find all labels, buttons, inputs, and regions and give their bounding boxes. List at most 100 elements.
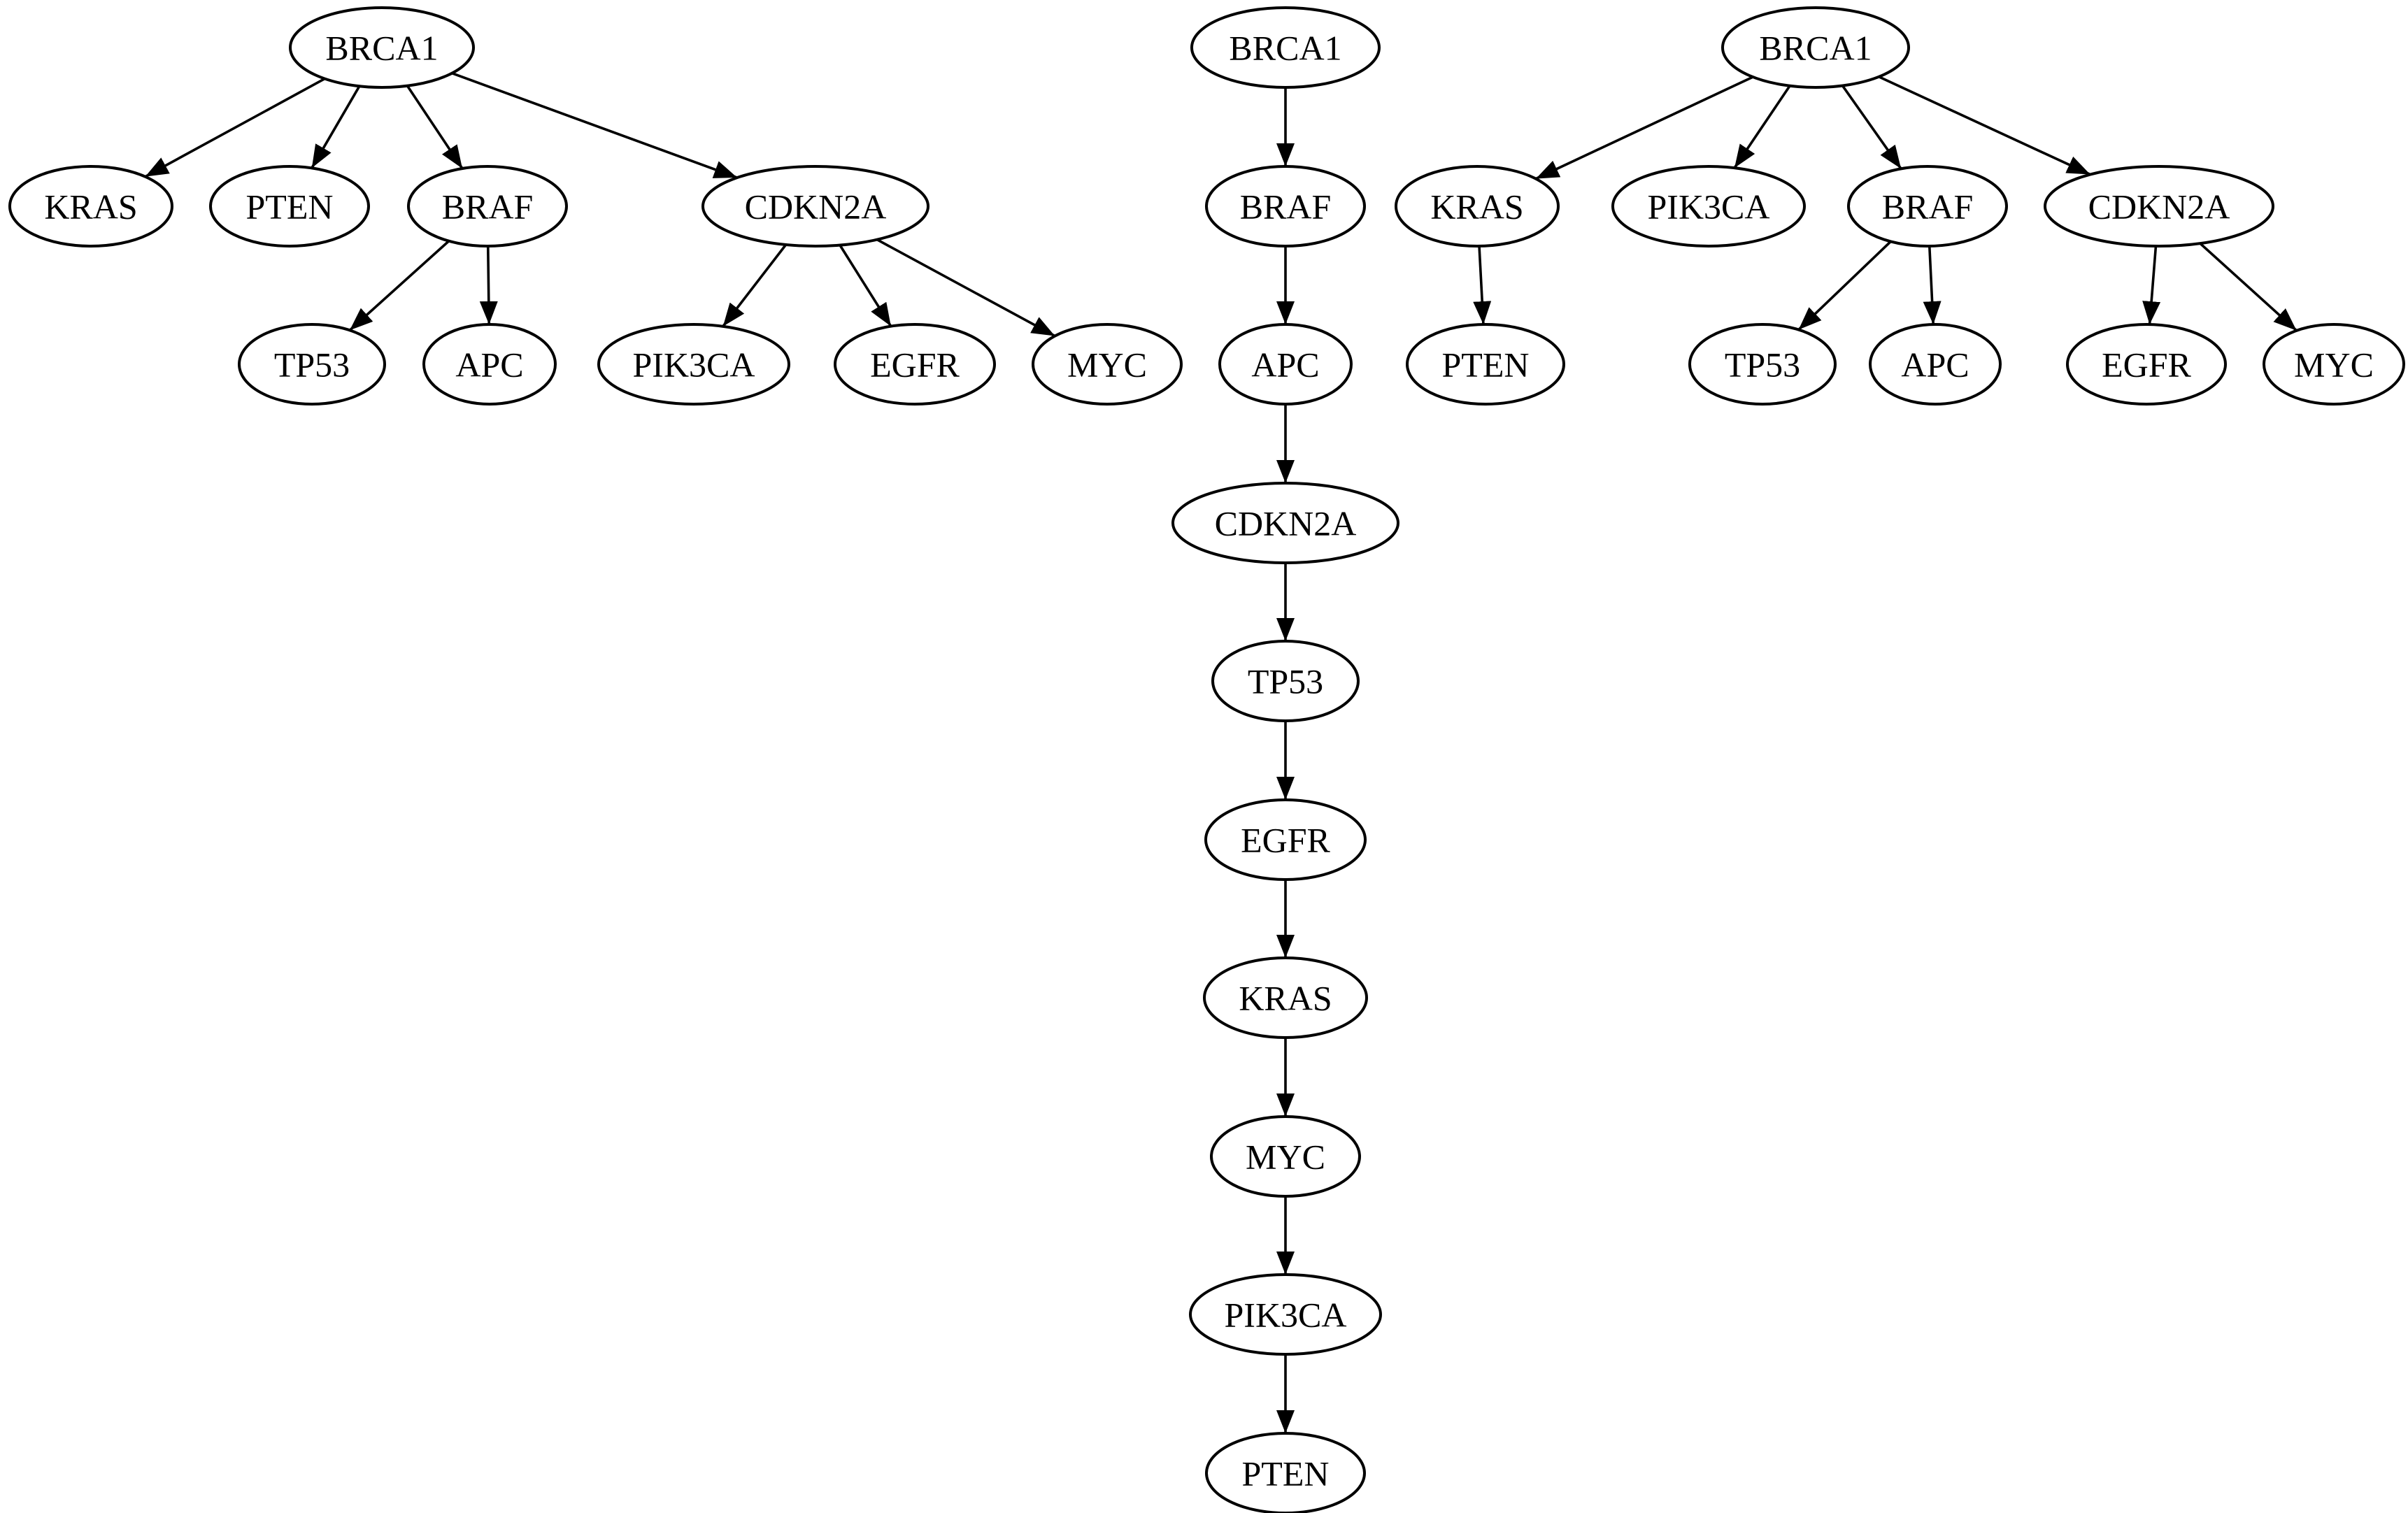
node-right-tree-MYC: MYC [2263,323,2405,406]
node-ellipse [1171,482,1399,564]
node-label: CDKN2A [2088,187,2230,227]
edge-CDKN2A-EGFR [2142,245,2161,325]
node-label: PIK3CA [1647,187,1769,227]
node-ellipse [2263,323,2405,406]
node-middle-chain-TP53: TP53 [1211,640,1360,722]
node-left-tree-TP53: TP53 [238,323,386,406]
node-label: TP53 [1248,662,1323,701]
node-middle-chain-EGFR: EGFR [1204,798,1367,881]
edge-BRAF-TP53 [1797,241,1892,331]
edge-BRCA1-BRAF [406,85,464,169]
edge-BRAF-APC [1923,245,1942,325]
node-label: PTEN [1442,345,1530,385]
node-label: BRCA1 [1229,29,1341,68]
node-right-tree-APC: APC [1869,323,2002,406]
edge-CDKN2A-MYC [876,238,1056,338]
node-label: APC [455,345,523,385]
node-ellipse [2044,165,2274,248]
node-ellipse [1688,323,1837,406]
node-left-tree-EGFR: EGFR [834,323,996,406]
node-middle-chain-MYC: MYC [1210,1115,1361,1198]
edge-CDKN2A-PIK3CA [722,243,788,327]
node-label: CDKN2A [745,187,887,227]
node-ellipse [1406,323,1565,406]
node-middle-chain-BRCA1: BRCA1 [1190,6,1381,89]
node-left-tree-BRCA1: BRCA1 [289,6,475,89]
node-left-tree-PIK3CA: PIK3CA [597,323,790,406]
node-label: CDKN2A [1215,504,1357,543]
node-label: PTEN [1242,1454,1330,1493]
node-ellipse [1203,956,1368,1039]
node-ellipse [1189,1273,1382,1356]
node-ellipse [1847,165,2008,248]
edge-BRAF-TP53 [348,240,450,331]
node-ellipse [834,323,996,406]
edge-BRCA1-BRAF [1841,85,1902,170]
node-middle-chain-KRAS: KRAS [1203,956,1368,1039]
node-label: BRCA1 [325,29,438,68]
node-ellipse [8,165,173,248]
node-label: PIK3CA [632,345,755,385]
node-ellipse [1721,6,1910,89]
edge-BRCA1-CDKN2A [451,72,738,179]
edge-BRCA1-KRAS [1535,76,1754,180]
node-right-tree-KRAS: KRAS [1395,165,1560,248]
node-label: BRAF [442,187,534,227]
node-ellipse [701,165,929,248]
node-ellipse [1032,323,1183,406]
edge-BRCA1-CDKN2A [1878,76,2091,176]
node-label: KRAS [44,187,137,227]
node-label: MYC [2294,345,2374,385]
node-ellipse [1218,323,1353,406]
node-label: MYC [1067,345,1147,385]
node-ellipse [1211,640,1360,722]
node-label: APC [1251,345,1319,385]
node-right-tree-PIK3CA: PIK3CA [1611,165,1806,248]
node-right-tree-EGFR: EGFR [2066,323,2227,406]
node-middle-chain-PTEN: PTEN [1205,1432,1366,1513]
edge-CDKN2A-MYC [2199,242,2297,332]
node-ellipse [289,6,475,89]
node-ellipse [1869,323,2002,406]
node-left-tree-APC: APC [422,323,557,406]
node-ellipse [597,323,790,406]
node-ellipse [1205,1432,1366,1513]
node-ellipse [238,323,386,406]
node-label: EGFR [1241,821,1330,860]
node-right-tree-BRAF: BRAF [1847,165,2008,248]
node-label: EGFR [2102,345,2191,385]
node-label: BRAF [1882,187,1974,227]
node-left-tree-PTEN: PTEN [209,165,370,248]
node-ellipse [1395,165,1560,248]
edge-CDKN2A-EGFR [839,244,892,327]
node-label: PTEN [246,187,334,227]
node-right-tree-TP53: TP53 [1688,323,1837,406]
node-middle-chain-PIK3CA: PIK3CA [1189,1273,1382,1356]
node-ellipse [1205,165,1366,248]
node-left-tree-CDKN2A: CDKN2A [701,165,929,248]
edge-BRCA1-PTEN [311,85,361,169]
node-middle-chain-APC: APC [1218,323,1353,406]
node-label: BRAF [1240,187,1332,227]
node-label: EGFR [870,345,960,385]
node-label: KRAS [1239,979,1332,1018]
node-right-tree-CDKN2A: CDKN2A [2044,165,2274,248]
node-ellipse [422,323,557,406]
node-left-tree-BRAF: BRAF [407,165,568,248]
node-label: KRAS [1430,187,1523,227]
node-ellipse [1190,6,1381,89]
edge-KRAS-PTEN [1473,245,1492,325]
node-label: BRCA1 [1759,29,1872,68]
node-left-tree-KRAS: KRAS [8,165,173,248]
node-ellipse [407,165,568,248]
edge-BRCA1-KRAS [144,77,326,178]
node-middle-chain-BRAF: BRAF [1205,165,1366,248]
node-middle-chain-CDKN2A: CDKN2A [1171,482,1399,564]
node-left-tree-MYC: MYC [1032,323,1183,406]
node-label: APC [1901,345,1969,385]
